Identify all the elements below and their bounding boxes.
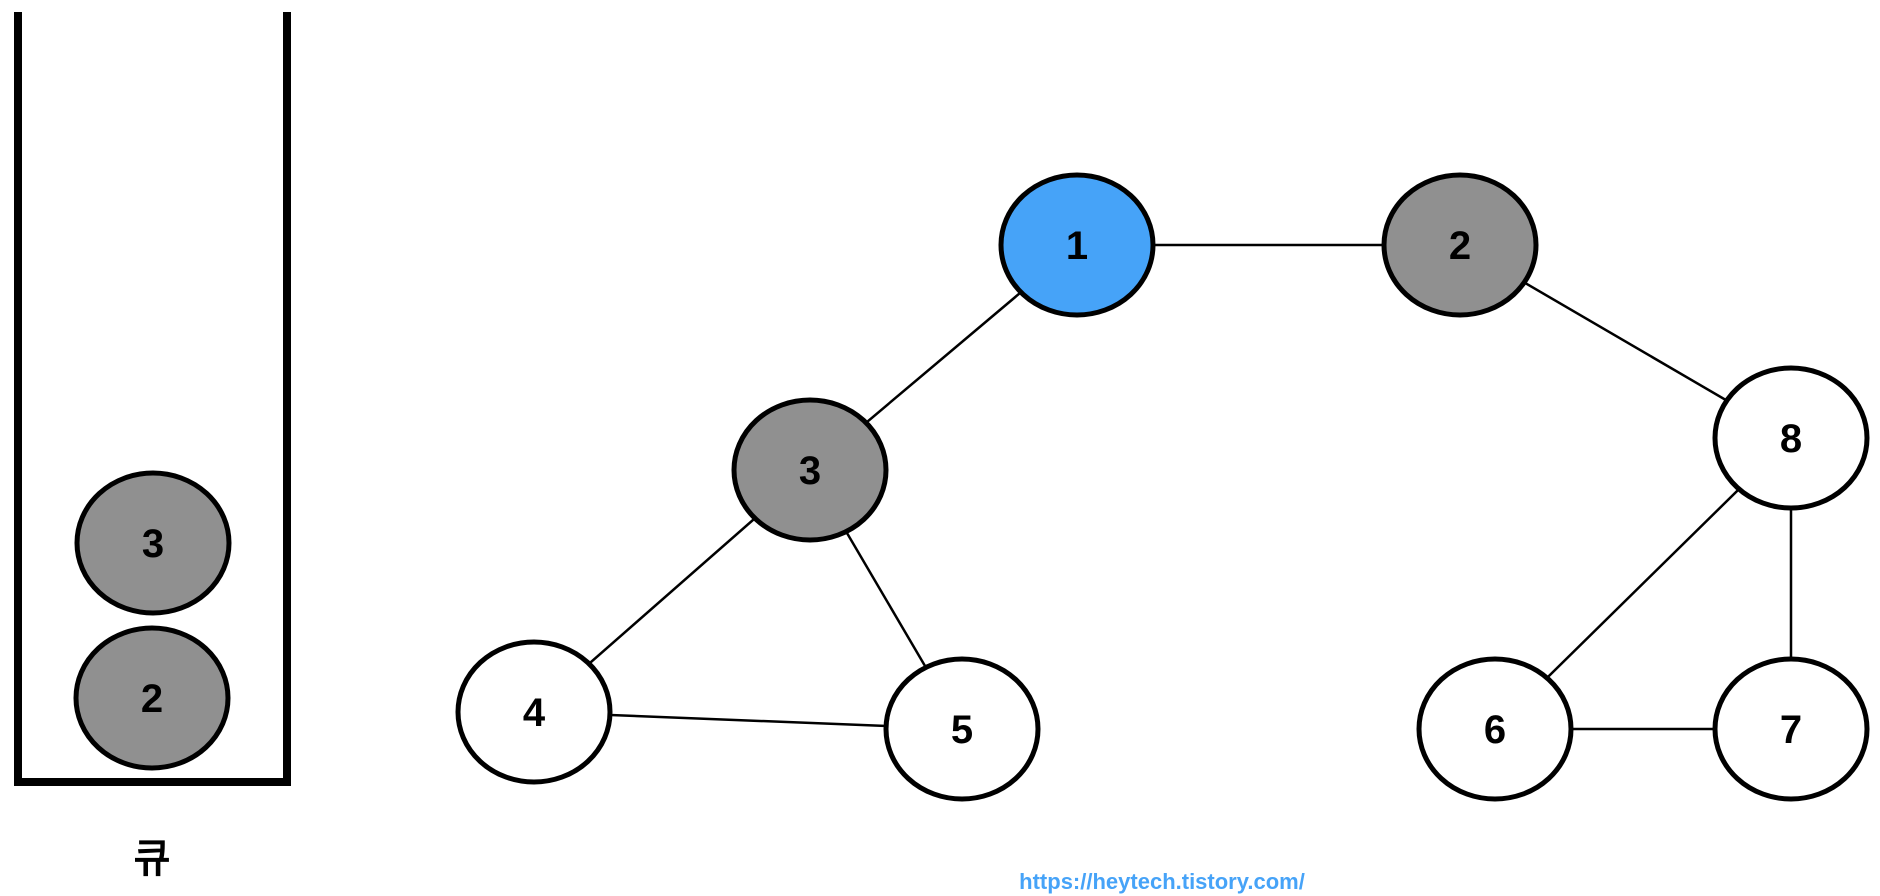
node-label: 5 xyxy=(951,708,973,752)
graph-node-8: 8 xyxy=(1712,365,1870,511)
queue-item: 3 xyxy=(74,470,232,616)
graph-node-4: 4 xyxy=(455,639,613,785)
node-circle xyxy=(883,656,1041,802)
queue-label: 큐 xyxy=(134,836,171,882)
node-circle xyxy=(1381,172,1539,318)
node-circle xyxy=(1712,365,1870,511)
node-label: 7 xyxy=(1780,708,1802,752)
queue-item-circle xyxy=(74,470,232,616)
queue-container: 32 xyxy=(14,12,291,786)
queue-items: 32 xyxy=(73,470,232,771)
graph-nodes: 1 2 3 4 5 6 7 8 xyxy=(455,172,1870,802)
graph-node-3: 3 xyxy=(731,397,889,543)
node-label: 6 xyxy=(1484,708,1506,752)
node-label: 1 xyxy=(1066,224,1088,268)
graph-edges xyxy=(533,243,1793,731)
queue-item-label: 2 xyxy=(141,677,163,721)
graph-node-2: 2 xyxy=(1381,172,1539,318)
node-label: 4 xyxy=(523,691,546,735)
graph-node-1: 1 xyxy=(998,172,1156,318)
queue-item: 2 xyxy=(73,625,231,771)
graph-node-7: 7 xyxy=(1712,656,1870,802)
node-label: 2 xyxy=(1449,224,1471,268)
node-circle xyxy=(1416,656,1574,802)
queue-item-circle xyxy=(73,625,231,771)
queue-item-label: 3 xyxy=(142,522,164,566)
node-circle xyxy=(731,397,889,543)
graph-node-6: 6 xyxy=(1416,656,1574,802)
source-link[interactable]: https://heytech.tistory.com/ xyxy=(1019,869,1305,894)
graph-node-5: 5 xyxy=(883,656,1041,802)
node-label: 3 xyxy=(799,449,821,493)
node-circle xyxy=(455,639,613,785)
node-circle xyxy=(998,172,1156,318)
node-circle xyxy=(1712,656,1870,802)
node-label: 8 xyxy=(1780,417,1802,461)
